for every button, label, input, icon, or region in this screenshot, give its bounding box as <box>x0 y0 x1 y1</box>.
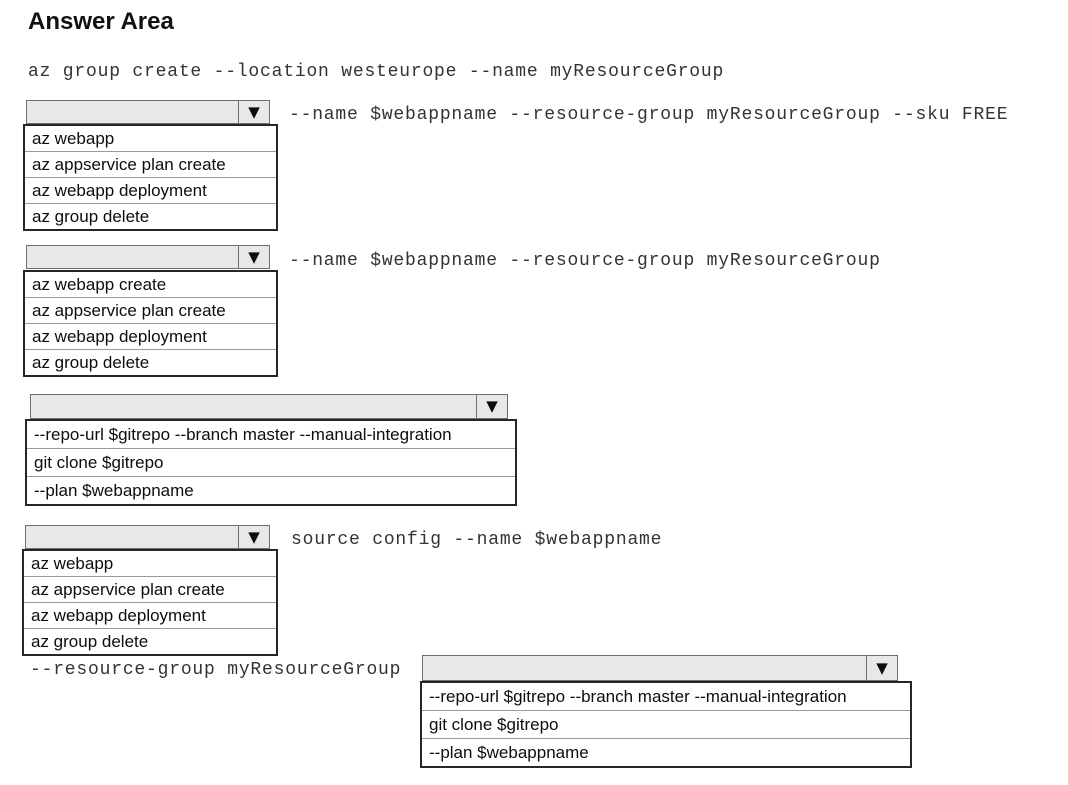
command-line-intro: az group create --location westeurope --… <box>28 62 725 82</box>
dropdown-3-options: --repo-url $gitrepo --branch master --ma… <box>25 419 517 506</box>
dropdown-2[interactable]: ▼ <box>26 245 270 269</box>
dropdown-2-options: az webapp create az appservice plan crea… <box>23 270 278 377</box>
dropdown-2-arrow-button[interactable]: ▼ <box>238 246 269 268</box>
dropdown-4-arrow-button[interactable]: ▼ <box>238 526 269 548</box>
dropdown-3[interactable]: ▼ <box>30 394 508 419</box>
dropdown-1-arrow-button[interactable]: ▼ <box>238 101 269 123</box>
dropdown-3-value <box>31 395 476 418</box>
command-suffix-1: --name $webappname --resource-group myRe… <box>289 105 1009 125</box>
dropdown-option[interactable]: --plan $webappname <box>27 476 515 504</box>
chevron-down-icon: ▼ <box>876 658 888 677</box>
dropdown-option[interactable]: --repo-url $gitrepo --branch master --ma… <box>34 425 452 444</box>
dropdown-5-arrow-button[interactable]: ▼ <box>866 656 897 680</box>
dropdown-1-value <box>27 101 238 123</box>
dropdown-option[interactable]: --plan $webappname <box>422 738 910 766</box>
dropdown-option[interactable]: az appservice plan create <box>25 297 276 323</box>
command-suffix-2: --name $webappname --resource-group myRe… <box>289 251 881 271</box>
dropdown-1-options: az webapp az appservice plan create az w… <box>23 124 278 231</box>
dropdown-option[interactable]: az webapp deployment <box>25 323 276 349</box>
dropdown-option[interactable]: az webapp <box>32 129 115 148</box>
dropdown-4[interactable]: ▼ <box>25 525 270 549</box>
dropdown-1[interactable]: ▼ <box>26 100 270 124</box>
dropdown-option[interactable]: az group delete <box>24 628 276 654</box>
chevron-down-icon: ▼ <box>486 397 498 415</box>
dropdown-3-arrow-button[interactable]: ▼ <box>476 395 507 418</box>
dropdown-option[interactable]: az appservice plan create <box>25 151 276 177</box>
dropdown-option[interactable]: git clone $gitrepo <box>422 710 910 738</box>
command-suffix-4: source config --name $webappname <box>291 530 663 550</box>
dropdown-4-value <box>26 526 238 548</box>
dropdown-option[interactable]: git clone $gitrepo <box>27 448 515 476</box>
chevron-down-icon: ▼ <box>248 247 260 266</box>
dropdown-option[interactable]: --repo-url $gitrepo --branch master --ma… <box>429 687 847 706</box>
dropdown-option[interactable]: az webapp deployment <box>25 177 276 203</box>
dropdown-5[interactable]: ▼ <box>422 655 898 681</box>
dropdown-option[interactable]: az webapp <box>31 554 114 573</box>
dropdown-option[interactable]: az webapp create <box>32 275 167 294</box>
dropdown-5-value <box>423 656 866 680</box>
dropdown-option[interactable]: az group delete <box>25 203 276 229</box>
dropdown-option[interactable]: az webapp deployment <box>24 602 276 628</box>
dropdown-option[interactable]: az group delete <box>25 349 276 375</box>
dropdown-option[interactable]: az appservice plan create <box>24 576 276 602</box>
dropdown-5-options: --repo-url $gitrepo --branch master --ma… <box>420 681 912 768</box>
chevron-down-icon: ▼ <box>248 102 260 121</box>
dropdown-4-options: az webapp az appservice plan create az w… <box>22 549 278 656</box>
dropdown-2-value <box>27 246 238 268</box>
chevron-down-icon: ▼ <box>248 527 260 546</box>
command-prefix-5: --resource-group myResourceGroup <box>30 660 402 680</box>
page-title: Answer Area <box>28 8 174 35</box>
